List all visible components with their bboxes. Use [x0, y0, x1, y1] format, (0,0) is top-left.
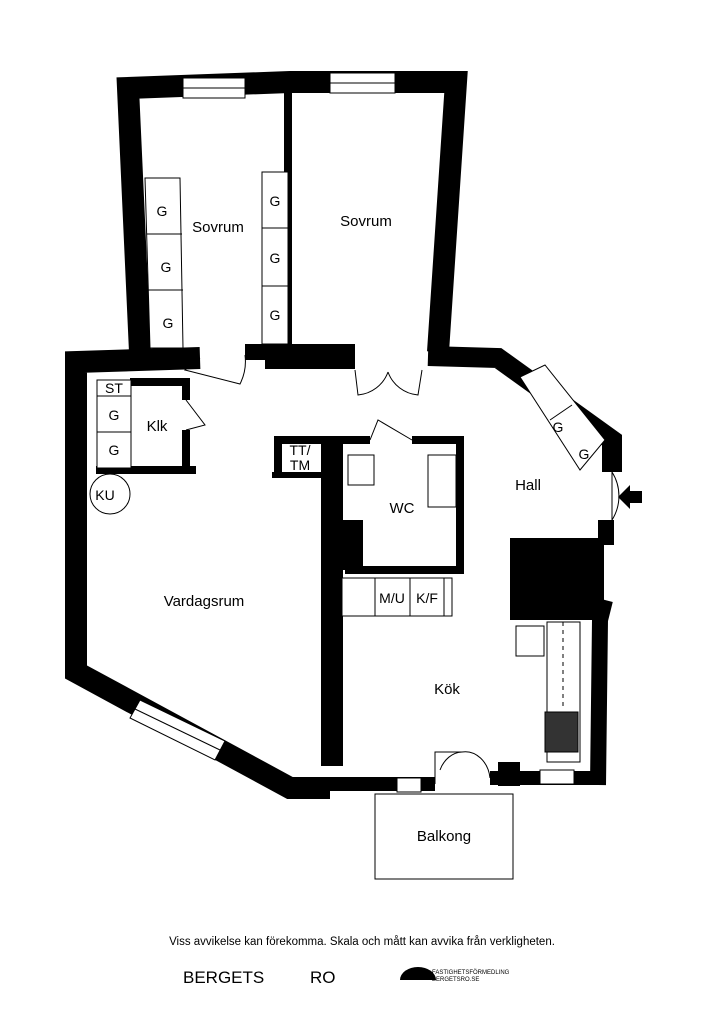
- entrance-arrow-icon: [618, 485, 642, 509]
- ku-circle: [89, 473, 131, 515]
- room-label-wc: WC: [390, 500, 415, 517]
- outer-wall-bedrooms: [116, 71, 468, 353]
- wardrobe-label: G: [109, 407, 120, 423]
- outer-wall-living: [65, 347, 330, 799]
- balcony: [374, 793, 514, 880]
- door: [369, 419, 413, 441]
- logo-tagline: FASTIGHETSFÖRMEDLING BERGETSRO.SE: [432, 970, 509, 984]
- wardrobe-label: G: [109, 442, 120, 458]
- wardrobe-label: G: [579, 446, 590, 462]
- toilet: [347, 454, 375, 486]
- mu-label: M/U: [379, 590, 405, 606]
- tt-tm-label: TM: [290, 457, 310, 473]
- room-label-vardagsrum: Vardagsrum: [164, 593, 245, 610]
- window: [539, 769, 575, 785]
- kitchen-column: [510, 538, 604, 620]
- wardrobe-label: G: [270, 193, 281, 209]
- tagline-line-2: BERGETSRO.SE: [432, 977, 480, 983]
- tt-tm-label: TT/: [290, 442, 311, 458]
- room-label-kok: Kök: [434, 681, 460, 698]
- door: [434, 751, 491, 784]
- doors: [89, 354, 620, 880]
- stove: [544, 711, 579, 753]
- wardrobe-label: G: [157, 203, 168, 219]
- outer-wall-right: [590, 598, 613, 786]
- logo-bergets: BERGETS: [183, 968, 265, 987]
- window: [396, 777, 422, 793]
- room-label-sovrum-right: Sovrum: [340, 213, 392, 230]
- wardrobe-label: G: [270, 307, 281, 323]
- ku-label: KU: [95, 487, 114, 503]
- kf-label: K/F: [416, 590, 438, 606]
- logo-ro: RO: [310, 968, 336, 987]
- room-label-sovrum-left: Sovrum: [192, 219, 244, 236]
- tagline-line-1: FASTIGHETSFÖRMEDLING: [432, 970, 510, 976]
- wardrobe-label: G: [270, 250, 281, 266]
- storage-label: ST: [105, 380, 123, 396]
- door: [611, 471, 620, 522]
- room-label-balkong: Balkong: [417, 828, 471, 845]
- door: [185, 399, 206, 431]
- tt-tm-walls: [274, 436, 322, 475]
- wardrobe-label: G: [161, 259, 172, 275]
- wardrobes: [96, 171, 606, 763]
- wardrobe-label: G: [163, 315, 174, 331]
- room-label-klk: Klk: [147, 418, 168, 435]
- sink: [515, 625, 545, 657]
- logo-dome-icon: [400, 967, 436, 980]
- door: [183, 354, 246, 385]
- room-label-hall: Hall: [515, 477, 541, 494]
- klk-walls: [96, 378, 196, 474]
- wc-basin: [427, 454, 457, 508]
- wardrobe-label: G: [553, 419, 564, 435]
- disclaimer: Viss avvikelse kan förekomma. Skala och …: [169, 936, 555, 948]
- door: [354, 369, 423, 396]
- windows: [129, 72, 575, 793]
